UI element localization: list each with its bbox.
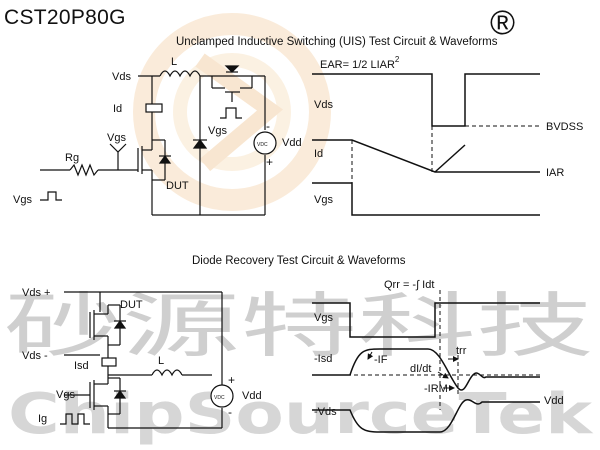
diode-label-wave-vds: -Vds — [314, 406, 337, 418]
uis-waveform-labels: EAR= 1/2 LIAR2 Vds Id Vgs BVDSS IAR — [314, 55, 583, 206]
uis-clamp-switch-icon — [211, 65, 253, 102]
diode-label-plus: + — [228, 373, 235, 387]
diode-isd-trace — [312, 348, 540, 391]
uis-vgs-trace — [312, 182, 540, 216]
diode-label-wave-isd: -Isd — [314, 353, 332, 365]
diode-waveform-labels: Qrr = -∫ Idt Vgs -Isd -IF dI/dt trr -IRM… — [314, 279, 564, 418]
diode-dut-mosfet-icon — [89, 304, 127, 346]
diode-circuit-labels: Vds + DUT Vds - Isd L Vgs Ig Vdd VDC + - — [22, 287, 262, 425]
registered-mark-icon: ® — [490, 4, 515, 42]
diode-label-vgs: Vgs — [56, 389, 75, 401]
uis-input-pulse-icon — [40, 191, 62, 201]
uis-id-ramp-trace — [434, 144, 466, 173]
diode-label-vdd-level: Vdd — [544, 395, 564, 407]
watermark-english: ChipSourceTek — [8, 382, 594, 447]
diode-label-vdd: Vdd — [242, 390, 262, 402]
uis-label-plus: + — [266, 155, 273, 169]
uis-freewheel-diode-icon — [192, 139, 208, 149]
uis-label-rg: Rg — [65, 152, 79, 164]
diode-label-ig: Ig — [38, 413, 47, 425]
diode-label-didt: dI/dt — [410, 363, 431, 375]
diode-label-vdc: VDC — [214, 395, 225, 401]
uis-label-wave-vgs: Vgs — [314, 194, 333, 206]
uis-vds-trace — [312, 73, 540, 127]
diode-waveforms — [312, 290, 540, 433]
diode-inductor-icon — [151, 369, 183, 377]
diode-label-minus: - — [228, 405, 232, 419]
diode-label-isd: Isd — [74, 360, 89, 372]
diode-circuit — [60, 291, 234, 429]
uis-label-vdc: VDC — [257, 142, 268, 148]
uis-label-vgs-switch: Vgs — [208, 125, 227, 137]
diode-vgs-trace — [312, 302, 540, 338]
diode-vds-trace — [312, 399, 540, 433]
uis-label-wave-id: Id — [314, 148, 323, 160]
uis-label-vgs-probe: Vgs — [107, 132, 126, 144]
diode-vdd-source-icon — [210, 384, 234, 408]
uis-label-vdd: Vdd — [282, 137, 302, 149]
uis-label-l: L — [171, 56, 177, 68]
uis-label-dut: DUT — [166, 180, 189, 192]
diode-label-dut: DUT — [120, 299, 143, 311]
uis-rg-resistor-icon — [69, 163, 99, 177]
uis-title: Unclamped Inductive Switching (UIS) Test… — [176, 36, 498, 48]
uis-label-wave-vds: Vds — [314, 99, 333, 111]
uis-inductor-icon — [159, 70, 201, 78]
uis-id-trace — [312, 139, 540, 173]
diode-ig-pulse-icon — [60, 413, 90, 425]
diode-label-irm: -IRM — [424, 383, 448, 395]
uis-vdd-source-icon — [253, 131, 277, 155]
uis-formula: EAR= 1/2 LIAR2 — [320, 55, 400, 71]
diode-label-vds-minus: Vds - — [22, 350, 48, 362]
uis-current-sense-icon — [145, 103, 163, 113]
uis-vgs-probe-icon — [109, 143, 127, 153]
uis-label-bvdss: BVDSS — [546, 121, 583, 133]
uis-circuit — [40, 65, 277, 216]
watermark-logo-icon — [133, 13, 331, 211]
uis-circuit-labels: Vds L Id Vgs Rg DUT Vgs Vgs Vdd VDC - + — [13, 56, 302, 206]
diode-label-l: L — [158, 355, 164, 367]
uis-label-minus: - — [266, 119, 270, 133]
diode-qrr-formula: Qrr = -∫ Idt — [384, 279, 434, 291]
uis-label-vds: Vds — [112, 71, 131, 83]
diode-label-vds-plus: Vds + — [22, 287, 50, 299]
uis-dut-mosfet-icon — [137, 139, 172, 215]
diode-title: Diode Recovery Test Circuit & Waveforms — [192, 255, 406, 267]
diode-label-wave-vgs: Vgs — [314, 312, 333, 324]
uis-label-iar: IAR — [546, 167, 564, 179]
part-number: CST20P80G — [4, 6, 126, 29]
uis-gate-pulse-icon — [220, 107, 242, 119]
diode-current-sense-icon — [101, 357, 117, 367]
watermark-chinese: 砂源特科技 — [4, 285, 594, 367]
watermark: ® 砂源特科技 ChipSourceTek — [4, 4, 594, 447]
uis-waveforms — [312, 73, 540, 216]
uis-label-id: Id — [113, 103, 122, 115]
diode-label-if: -IF — [374, 354, 388, 366]
diode-label-trr: trr — [456, 345, 467, 357]
uis-label-vgs-input: Vgs — [13, 194, 32, 206]
